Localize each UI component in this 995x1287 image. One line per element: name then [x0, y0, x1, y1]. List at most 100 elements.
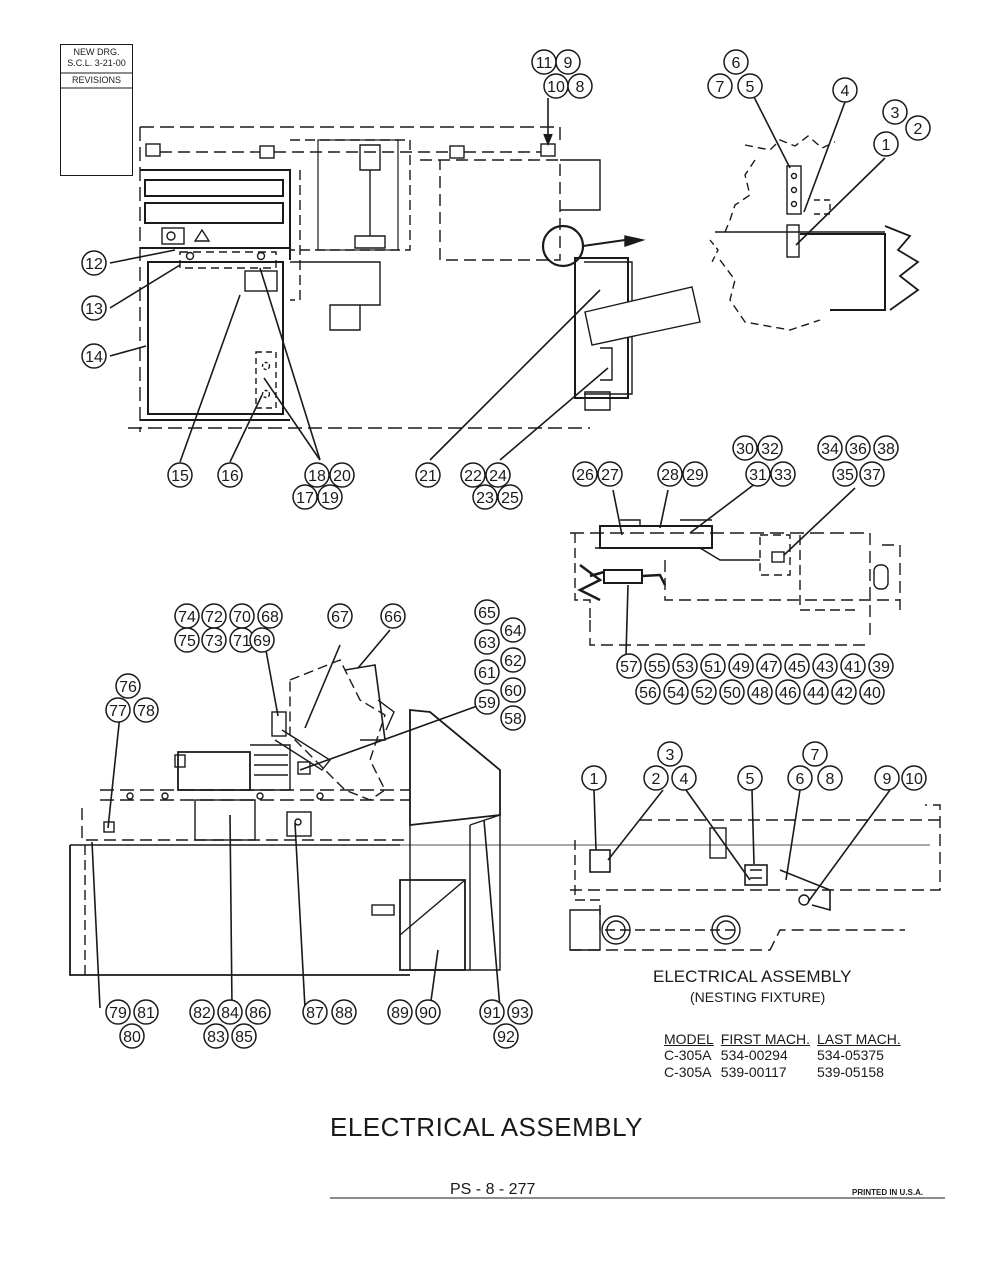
callout-number: 69	[253, 633, 271, 650]
callout-bubble: 75	[174, 627, 200, 653]
printed-in-label: PRINTED IN U.S.A.	[852, 1188, 924, 1197]
nesting-fixture-title: ELECTRICAL ASSEMBLY	[653, 967, 852, 986]
callout-bubble: 66	[380, 603, 406, 629]
callout-bubble: 3	[657, 741, 683, 767]
callout-bubble: 36	[845, 435, 871, 461]
callout-bubble: 38	[873, 435, 899, 461]
callout-circle	[732, 435, 758, 461]
callout-circle	[616, 653, 642, 679]
callout-bubble: 54	[663, 679, 689, 705]
callout-circle	[474, 659, 500, 685]
top-right-detail-view	[709, 135, 920, 331]
callout-number: 66	[384, 609, 402, 626]
callout-bubble: 92	[493, 1023, 519, 1049]
callout-circle	[657, 741, 683, 767]
callout-circle	[682, 461, 708, 487]
callout-number: 1	[882, 137, 891, 154]
callout-circle	[507, 999, 533, 1025]
callout-number: 48	[751, 685, 769, 702]
callout-bubble: 21	[415, 462, 441, 488]
callout-number: 21	[419, 468, 437, 485]
callout-number: 8	[826, 771, 835, 788]
callout-number: 57	[620, 659, 638, 676]
callout-number: 34	[821, 441, 839, 458]
callout-bubble: 76	[115, 673, 141, 699]
callout-number: 54	[667, 685, 685, 702]
callout-circle	[905, 115, 931, 141]
callout-bubble: 34	[817, 435, 843, 461]
callout-circle	[217, 462, 243, 488]
callout-bubble: 1	[873, 131, 899, 157]
callout-circle	[497, 484, 523, 510]
revision-block-frame	[60, 44, 133, 176]
callout-number: 92	[497, 1029, 515, 1046]
callout-number: 8	[576, 79, 585, 96]
table-cell: 534-00294	[720, 1047, 788, 1063]
callout-circle	[817, 765, 843, 791]
callout-circle	[737, 73, 763, 99]
callout-circle	[415, 462, 441, 488]
callout-number: 2	[652, 771, 661, 788]
callout-number: 77	[109, 703, 127, 720]
callout-bubble: 84	[217, 999, 243, 1025]
callout-number: 60	[504, 683, 522, 700]
callout-number: 45	[788, 659, 806, 676]
callout-bubble: 18	[304, 462, 330, 488]
callout-number: 47	[760, 659, 778, 676]
leader-lines	[91, 96, 891, 1009]
callout-circle	[387, 999, 413, 1025]
callout-bubble: 47	[756, 653, 782, 679]
callout-bubble: 63	[474, 629, 500, 655]
table-cell: C-305A	[664, 1064, 712, 1080]
callout-bubble: 42	[831, 679, 857, 705]
callout-circle	[803, 679, 829, 705]
callout-bubble: 12	[81, 250, 107, 276]
callout-number: 13	[85, 301, 103, 318]
callout-number: 20	[333, 468, 351, 485]
callout-number: 7	[716, 79, 725, 96]
callout-number: 89	[391, 1005, 409, 1022]
callout-number: 35	[836, 467, 854, 484]
callout-bubble: 68	[257, 603, 283, 629]
callout-number: 87	[306, 1005, 324, 1022]
callout-number: 30	[736, 441, 754, 458]
callout-circle	[81, 250, 107, 276]
callout-circle	[329, 462, 355, 488]
callout-bubble: 19	[317, 484, 343, 510]
callout-bubble: 5	[737, 765, 763, 791]
callout-number: 83	[207, 1029, 225, 1046]
callout-bubble: 1	[581, 765, 607, 791]
callout-number: 90	[419, 1005, 437, 1022]
callout-circle	[493, 1023, 519, 1049]
callout-number: 43	[816, 659, 834, 676]
callout-circle	[663, 679, 689, 705]
callout-circle	[756, 653, 782, 679]
callout-bubble: 29	[682, 461, 708, 487]
callout-number: 38	[877, 441, 895, 458]
callout-bubble: 74	[174, 603, 200, 629]
callout-circle	[840, 653, 866, 679]
callout-bubble: 86	[245, 999, 271, 1025]
callout-number: 86	[249, 1005, 267, 1022]
callout-number: 10	[547, 79, 565, 96]
revision-block: NEW DRG. S.C.L. 3-21-00 REVISIONS	[60, 44, 133, 176]
callout-circle	[317, 484, 343, 510]
callout-circle	[581, 765, 607, 791]
callout-bubble: 57	[616, 653, 642, 679]
callout-bubble: 4	[671, 765, 697, 791]
callout-circle	[802, 741, 828, 767]
callout-circle	[500, 677, 526, 703]
callout-number: 33	[774, 467, 792, 484]
callout-bubble: 43	[812, 653, 838, 679]
callout-bubble: 16	[217, 462, 243, 488]
callout-number: 55	[648, 659, 666, 676]
callout-bubble: 7	[802, 741, 828, 767]
callout-circle	[105, 999, 131, 1025]
callout-circle	[859, 679, 885, 705]
callout-number: 41	[844, 659, 862, 676]
callout-circle	[567, 73, 593, 99]
table-cell: C-305A	[664, 1047, 712, 1063]
callout-bubble: 64	[500, 617, 526, 643]
callout-circle	[189, 999, 215, 1025]
